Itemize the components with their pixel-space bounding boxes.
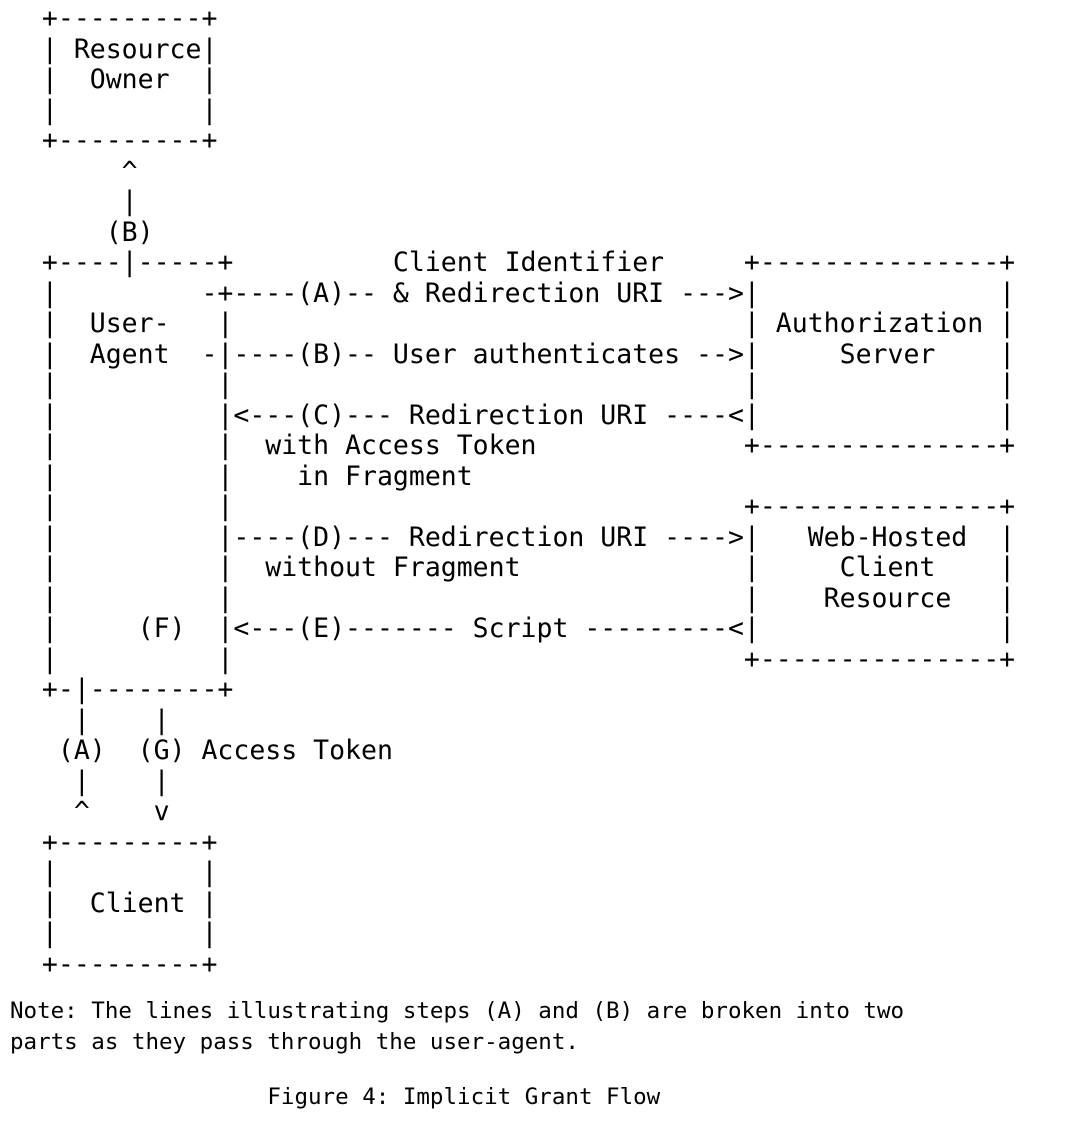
- implicit-grant-flow-ascii-diagram: +---------+ | Resource| | Owner | | | +-…: [41, 3, 1016, 980]
- figure-caption: Figure 4: Implicit Grant Flow: [10, 1084, 661, 1110]
- figure-note: Note: The lines illustrating steps (A) a…: [10, 998, 905, 1055]
